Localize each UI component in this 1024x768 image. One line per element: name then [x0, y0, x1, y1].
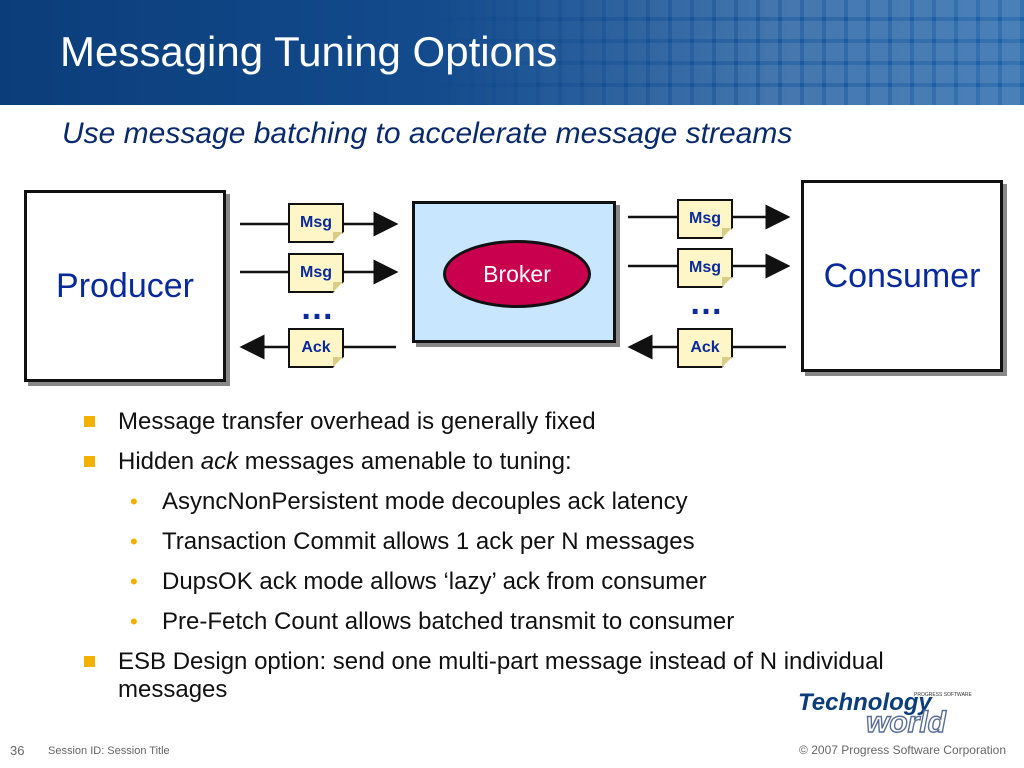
- sub-bullet-item: • Pre-Fetch Count allows batched transmit…: [80, 608, 980, 636]
- bullet-text: ESB Design option: send one multi-part m…: [118, 648, 884, 703]
- square-bullet-icon: [84, 656, 95, 667]
- logo-word-2: world: [866, 706, 947, 734]
- ack-box: Ack: [288, 328, 344, 368]
- ellipsis: …: [689, 284, 724, 322]
- bullet-item: Hidden ack messages amenable to tuning:: [80, 448, 980, 476]
- sub-bullet-item: • AsyncNonPersistent mode decouples ack l…: [80, 488, 980, 516]
- slide-number: 36: [10, 743, 25, 758]
- dot-bullet-icon: •: [130, 609, 138, 634]
- technology-world-logo: Technology world PROGRESS SOFTWARE: [798, 689, 973, 734]
- copyright: © 2007 Progress Software Corporation: [799, 743, 1006, 757]
- bullet-text: AsyncNonPersistent mode decouples ack la…: [162, 488, 688, 515]
- dot-bullet-icon: •: [130, 489, 138, 514]
- logo-tagline: PROGRESS SOFTWARE: [914, 692, 973, 698]
- session-label: Session ID: Session Title: [48, 745, 170, 757]
- consumer-box: Consumer: [801, 180, 1003, 372]
- message-box: Msg: [677, 248, 733, 288]
- message-box: Msg: [677, 199, 733, 239]
- slide-title: Messaging Tuning Options: [60, 28, 558, 75]
- dot-bullet-icon: •: [130, 529, 138, 554]
- square-bullet-icon: [84, 456, 95, 467]
- bullet-text: Hidden: [118, 448, 201, 475]
- bullet-list: Message transfer overhead is generally f…: [80, 408, 980, 716]
- logo-word-1: Technology: [798, 689, 933, 716]
- bullet-text: messages amenable to tuning:: [238, 448, 572, 475]
- producer-box: Producer: [24, 190, 226, 382]
- broker-oval: Broker: [443, 240, 591, 308]
- bullet-item: Message transfer overhead is generally f…: [80, 408, 980, 436]
- dot-bullet-icon: •: [130, 569, 138, 594]
- title-banner: Messaging Tuning Options: [0, 0, 1024, 105]
- bullet-text: Pre-Fetch Count allows batched transmit …: [162, 608, 735, 635]
- producer-label: Producer: [56, 266, 194, 305]
- consumer-label: Consumer: [823, 256, 981, 295]
- slide-subtitle: Use message batching to accelerate messa…: [62, 117, 793, 150]
- banner-pattern: [430, 0, 1024, 105]
- broker-box: Broker: [412, 201, 616, 343]
- bullet-item: ESB Design option: send one multi-part m…: [80, 648, 980, 704]
- sub-bullet-item: • DupsOK ack mode allows ‘lazy’ ack from …: [80, 568, 980, 596]
- ellipsis: …: [300, 289, 335, 327]
- bullet-text: Transaction Commit allows 1 ack per N me…: [162, 528, 695, 555]
- broker-label: Broker: [483, 260, 551, 287]
- bullet-text: Message transfer overhead is generally f…: [118, 408, 596, 435]
- ack-box: Ack: [677, 328, 733, 368]
- square-bullet-icon: [84, 416, 95, 427]
- bullet-text: DupsOK ack mode allows ‘lazy’ ack from c…: [162, 568, 707, 595]
- message-box: Msg: [288, 253, 344, 293]
- message-box: Msg: [288, 203, 344, 243]
- bullet-text: ack: [200, 448, 239, 475]
- sub-bullet-item: • Transaction Commit allows 1 ack per N m…: [80, 528, 980, 556]
